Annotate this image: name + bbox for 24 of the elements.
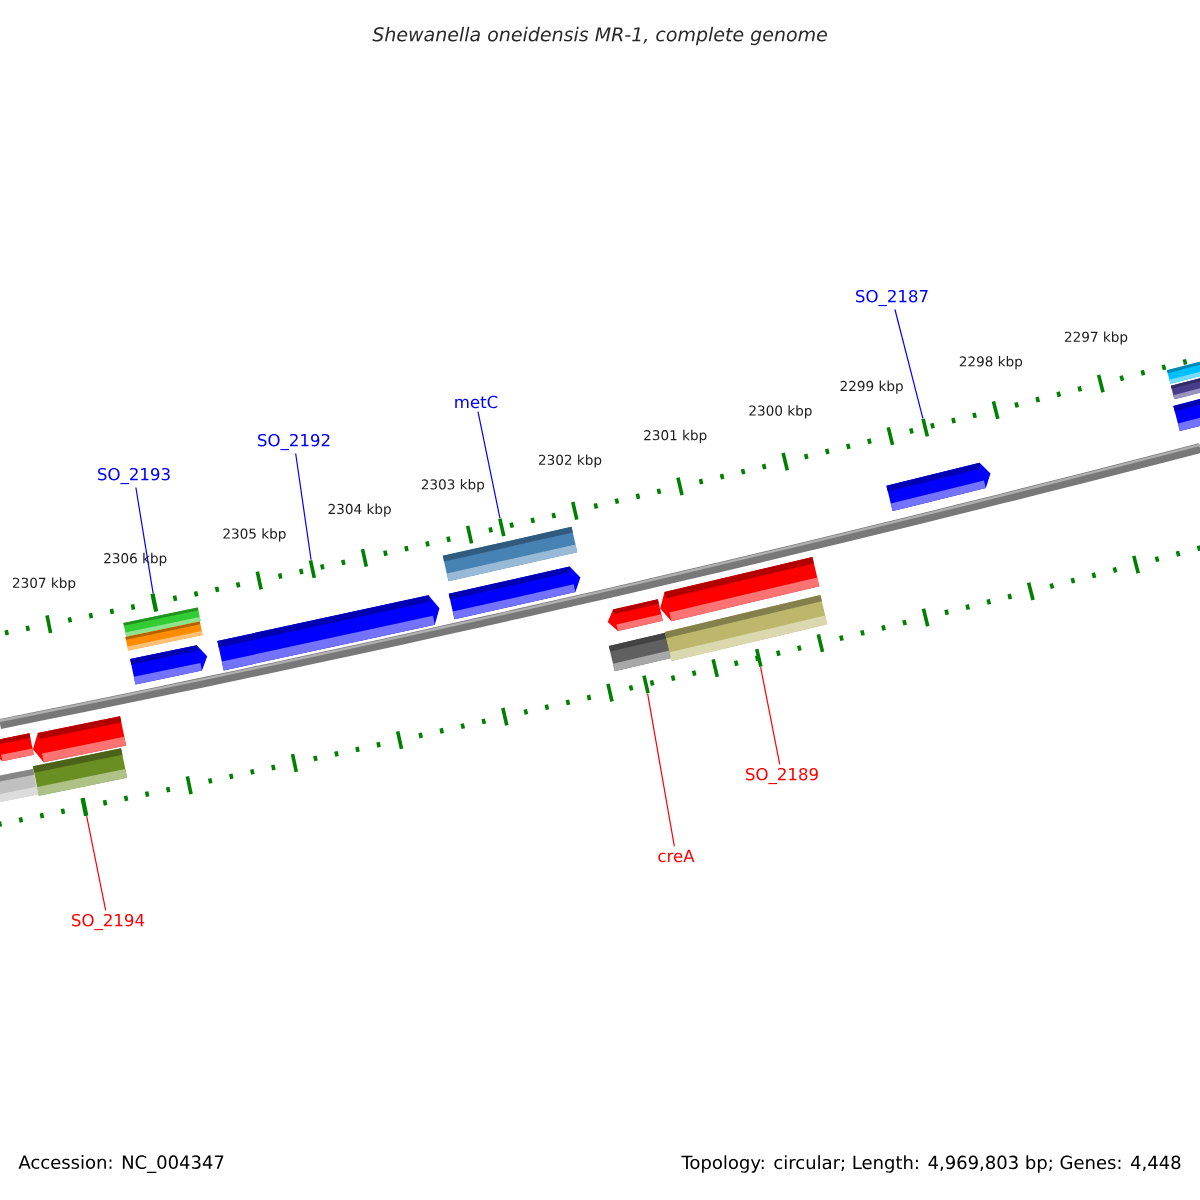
scale-tick [754, 648, 763, 667]
gene-label: metC [455, 395, 498, 409]
leader-line [760, 666, 781, 766]
scale-tick [81, 797, 89, 817]
scale-tick [308, 559, 317, 579]
leader-line [135, 486, 154, 594]
leader-line [295, 452, 312, 561]
title: Shewanella oneidensis MR-1, complete genome [372, 26, 827, 46]
footer-text: Topology: circular; Length: 4,969,803 bp; Genes: 4,448 [681, 1155, 1181, 1173]
leader-line [894, 308, 924, 420]
scale-tick [921, 418, 930, 437]
gene-label: SO_2193 [98, 467, 170, 485]
scale-tick [151, 593, 159, 612]
footer-text: Accession: NC_004347 [18, 1155, 224, 1173]
gene-label: SO_2189 [746, 767, 818, 785]
scale-tick [498, 518, 506, 537]
gene-label: SO_2194 [72, 913, 145, 931]
leader-line [477, 411, 501, 519]
leader-line [647, 693, 675, 848]
gene-label: creA [658, 849, 695, 863]
gene-label: SO_2192 [258, 433, 330, 451]
leader-line [86, 815, 107, 912]
gene-label: SO_2187 [856, 289, 928, 307]
scale-tick [642, 675, 650, 694]
